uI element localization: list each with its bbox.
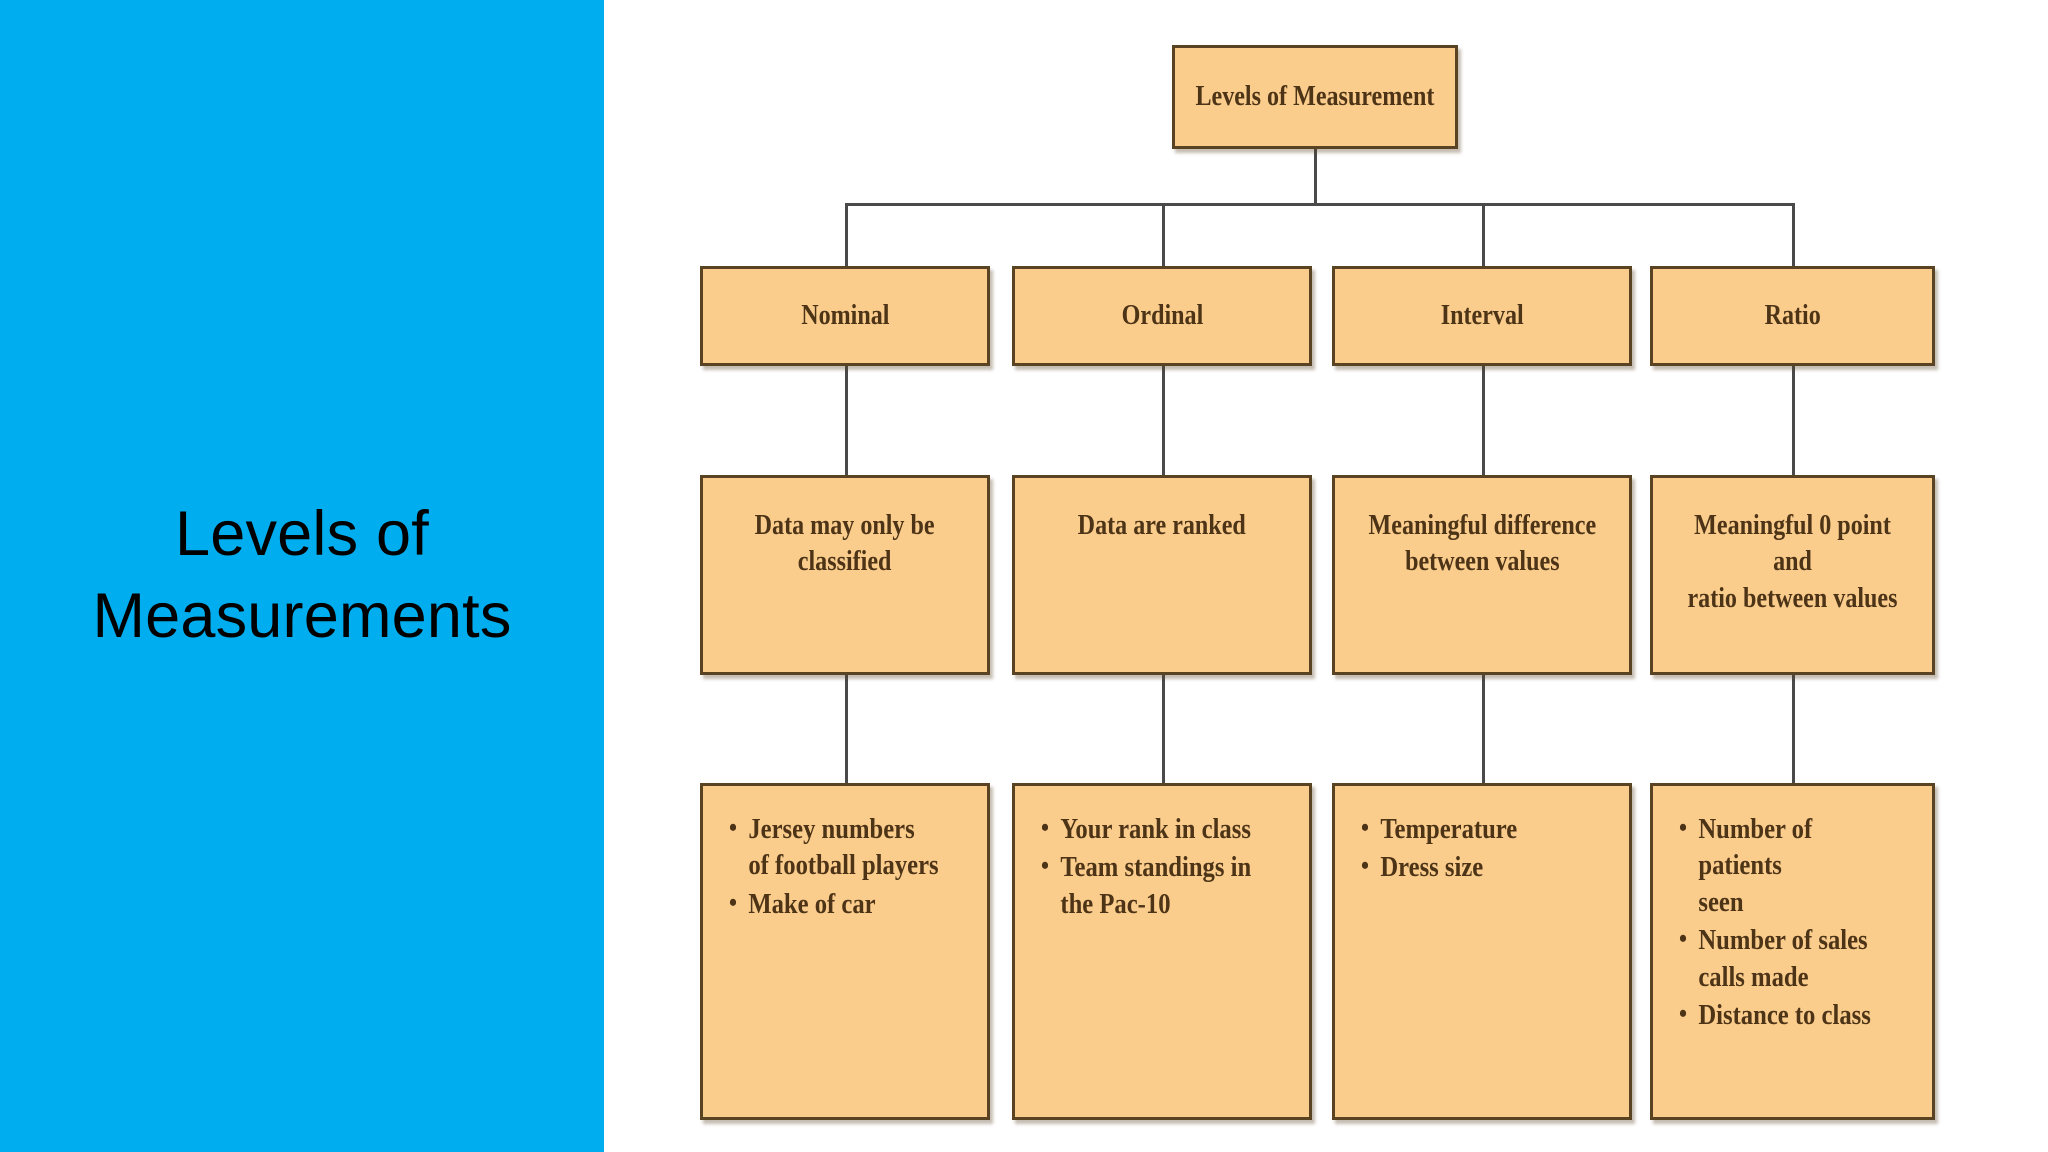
node-interval-definition-text: Meaningful difference between values bbox=[1368, 510, 1596, 578]
connector-bus bbox=[845, 203, 1792, 206]
title-panel: Levels of Measurements bbox=[0, 0, 604, 1152]
node-ordinal-examples: Your rank in class Team standings in the… bbox=[1012, 783, 1312, 1120]
node-ordinal-definition-text: Data are ranked bbox=[1077, 510, 1247, 541]
node-ratio: Ratio bbox=[1650, 266, 1935, 366]
connector-nominal-to-definition bbox=[845, 365, 848, 476]
node-interval-examples: Temperature Dress size bbox=[1332, 783, 1632, 1120]
connector-bus-to-nominal bbox=[845, 203, 848, 267]
node-interval-definition: Meaningful difference between values bbox=[1332, 475, 1632, 675]
connector-bus-to-ordinal bbox=[1162, 203, 1165, 267]
list-item: Make of car bbox=[729, 886, 939, 923]
node-ordinal-definition: Data are ranked bbox=[1012, 475, 1312, 675]
ratio-example-list: Number of patients seen Number of sales … bbox=[1653, 786, 1932, 1036]
node-ordinal-label: Ordinal bbox=[1121, 299, 1203, 331]
node-ratio-definition: Meaningful 0 point and ratio between val… bbox=[1650, 475, 1935, 675]
node-ordinal: Ordinal bbox=[1012, 266, 1312, 366]
list-item: Number of patients seen bbox=[1679, 811, 1902, 921]
node-nominal: Nominal bbox=[700, 266, 990, 366]
node-nominal-label: Nominal bbox=[800, 299, 890, 331]
list-item: Number of sales calls made bbox=[1679, 922, 1902, 996]
list-item: Temperature bbox=[1361, 811, 1517, 848]
connector-ordinal-to-definition bbox=[1162, 365, 1165, 476]
list-item: Team standings in the Pac-10 bbox=[1041, 849, 1251, 923]
node-interval-label: Interval bbox=[1440, 299, 1524, 331]
list-item: Distance to class bbox=[1679, 997, 1902, 1034]
node-root-label: Levels of Measurement bbox=[1195, 80, 1435, 112]
nominal-example-list: Jersey numbers of football players Make … bbox=[703, 786, 967, 925]
interval-example-list: Temperature Dress size bbox=[1335, 786, 1539, 889]
node-root: Levels of Measurement bbox=[1172, 45, 1458, 149]
connector-interval-definition-to-examples bbox=[1482, 674, 1485, 784]
node-nominal-definition: Data may only be classified bbox=[700, 475, 990, 675]
list-item: Jersey numbers of football players bbox=[729, 811, 939, 885]
connector-ratio-definition-to-examples bbox=[1792, 674, 1795, 784]
connector-nominal-definition-to-examples bbox=[845, 674, 848, 784]
connector-interval-to-definition bbox=[1482, 365, 1485, 476]
node-ratio-examples: Number of patients seen Number of sales … bbox=[1650, 783, 1935, 1120]
levels-of-measurement-diagram: Levels of Measurement Nominal Ordinal In… bbox=[604, 0, 2048, 1152]
connector-bus-to-ratio bbox=[1792, 203, 1795, 267]
list-item: Your rank in class bbox=[1041, 811, 1251, 848]
node-nominal-examples: Jersey numbers of football players Make … bbox=[700, 783, 990, 1120]
connector-ratio-to-definition bbox=[1792, 365, 1795, 476]
list-item: Dress size bbox=[1361, 849, 1517, 886]
node-interval: Interval bbox=[1332, 266, 1632, 366]
connector-ordinal-definition-to-examples bbox=[1162, 674, 1165, 784]
slide-title: Levels of Measurements bbox=[92, 499, 512, 651]
node-ratio-definition-text: Meaningful 0 point and ratio between val… bbox=[1687, 510, 1898, 614]
node-ratio-label: Ratio bbox=[1764, 299, 1821, 331]
ordinal-example-list: Your rank in class Team standings in the… bbox=[1015, 786, 1280, 925]
node-nominal-definition-text: Data may only be classified bbox=[755, 510, 935, 578]
connector-root-stem bbox=[1314, 149, 1317, 205]
connector-bus-to-interval bbox=[1482, 203, 1485, 267]
